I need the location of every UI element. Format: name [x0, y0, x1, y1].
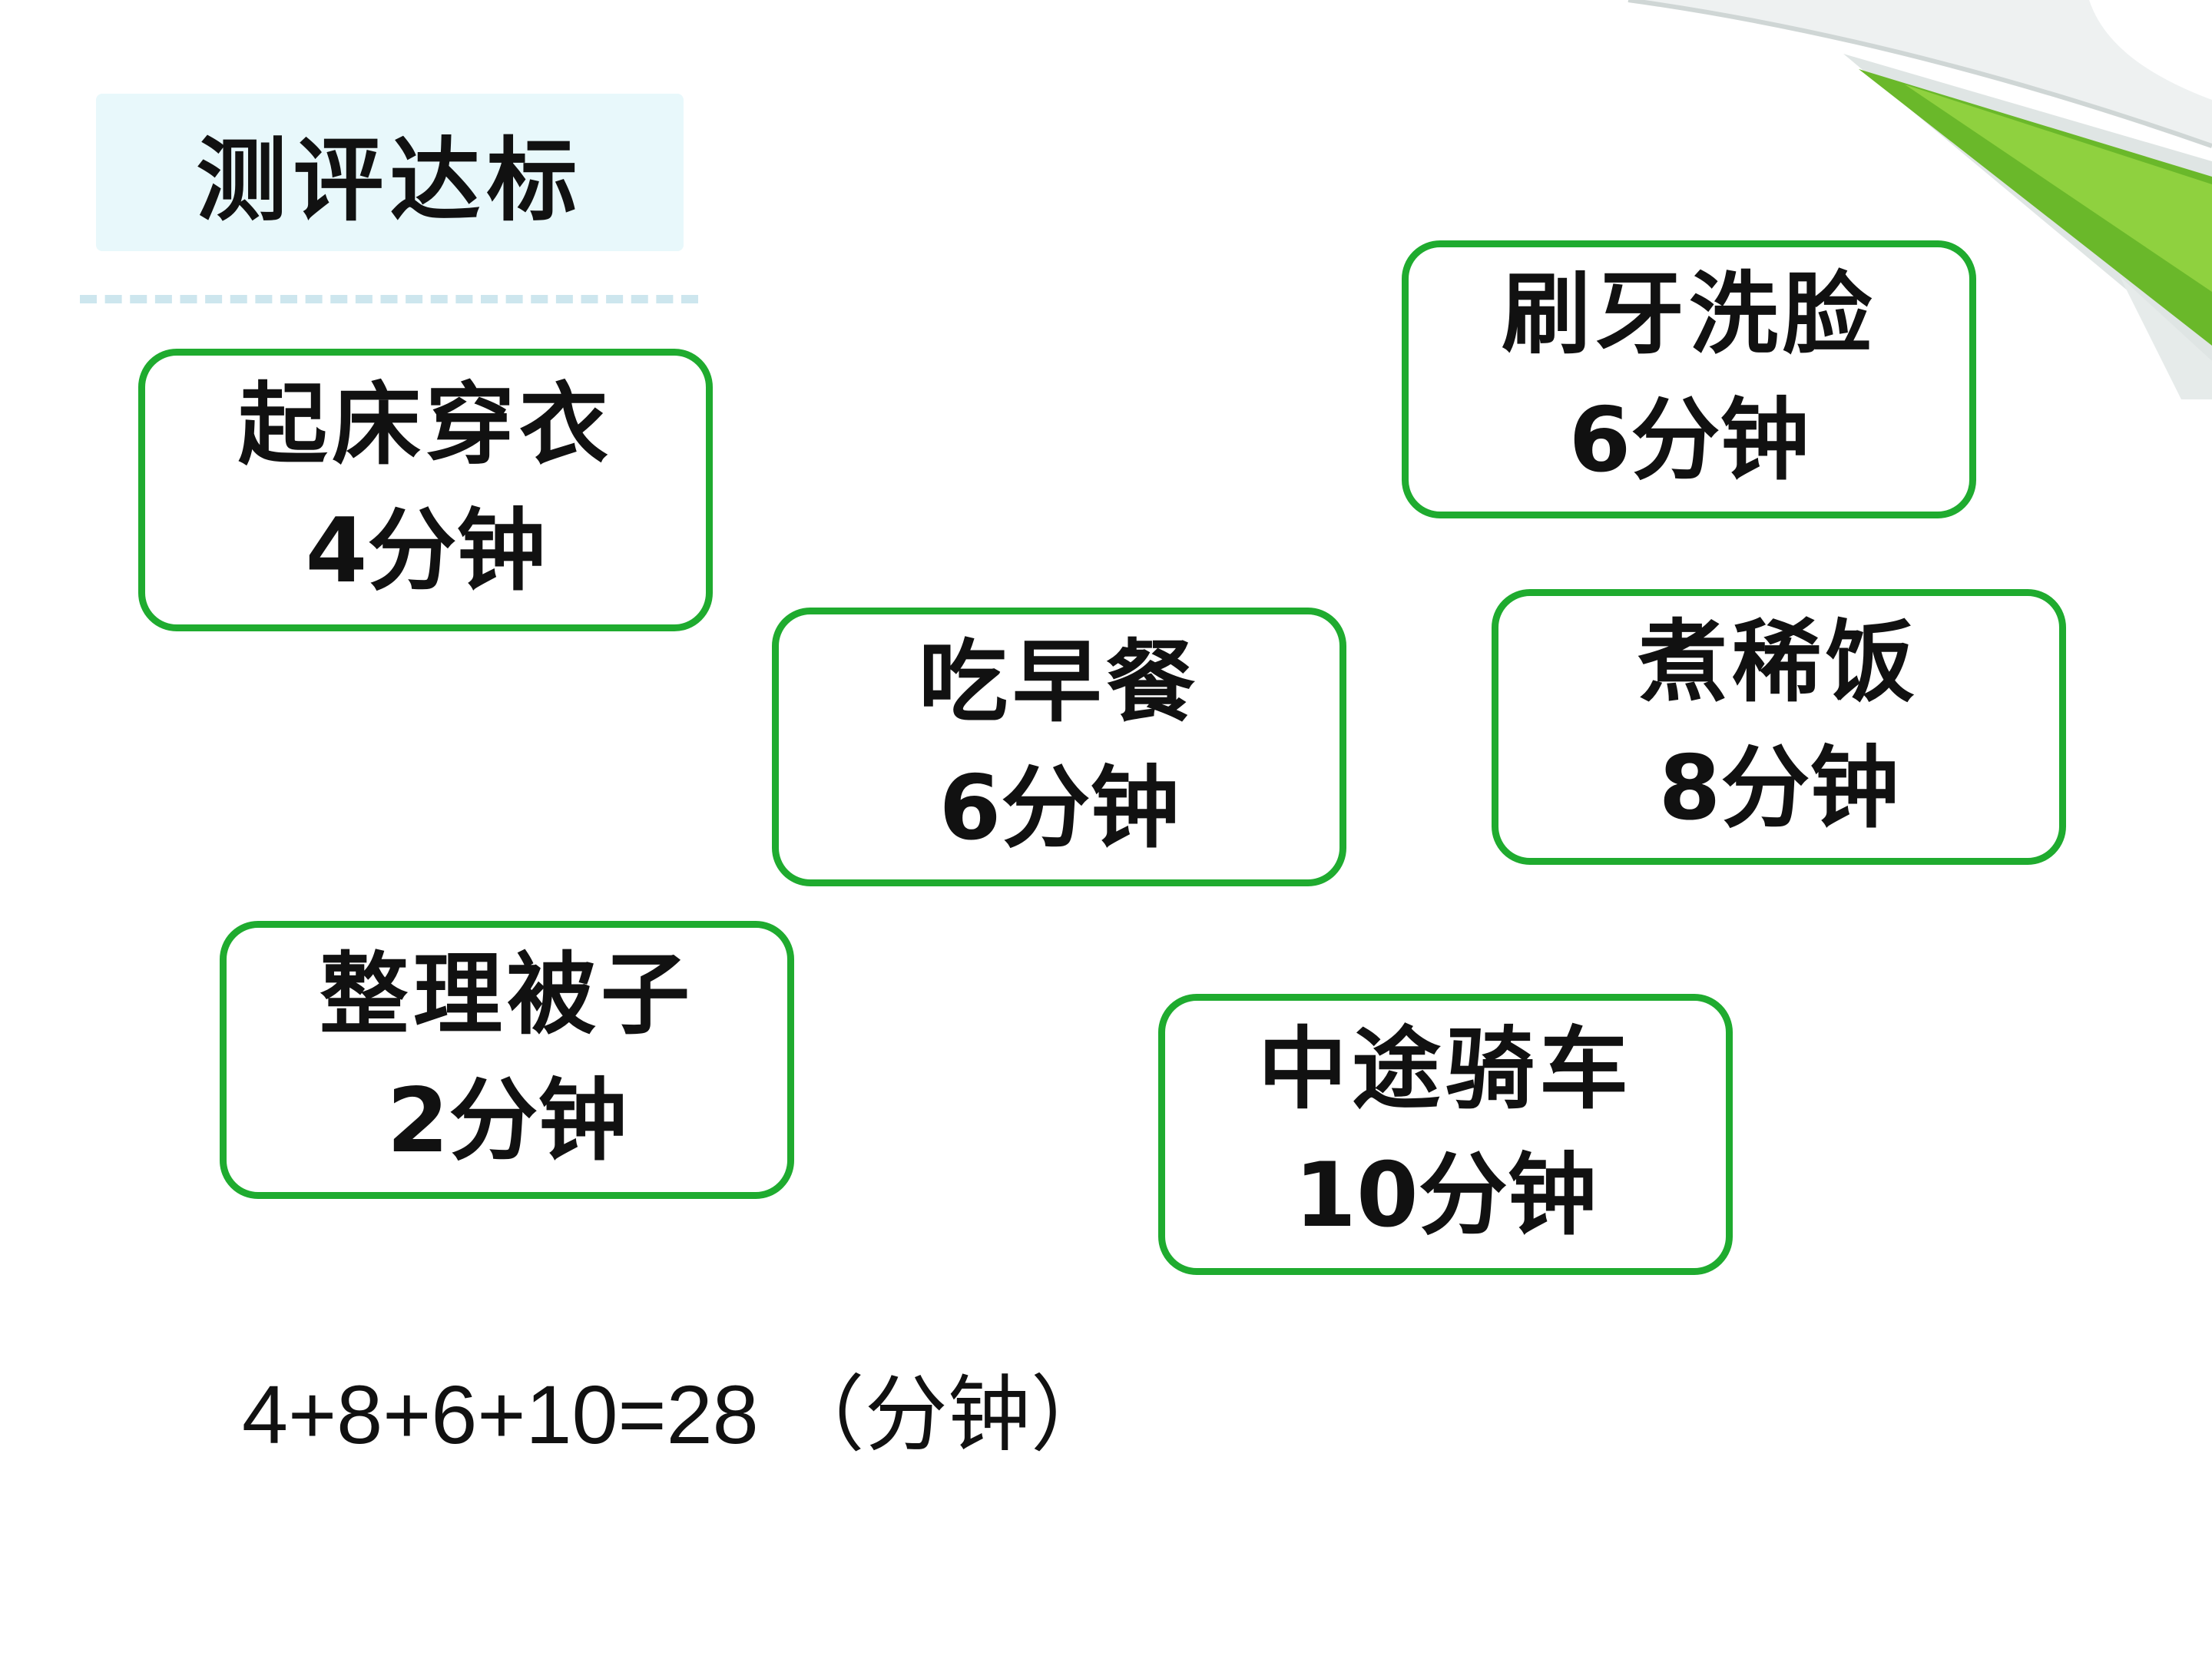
task-time: 8分钟	[1658, 736, 1899, 840]
task-name: 起床穿衣	[238, 373, 613, 477]
task-name: 中途骑车	[1258, 1017, 1633, 1121]
task-card-cycling: 中途骑车 10分钟	[1158, 994, 1733, 1275]
task-card-breakfast: 吃早餐 6分钟	[772, 608, 1346, 886]
task-name: 煮稀饭	[1638, 609, 1919, 714]
task-time: 6分钟	[1568, 389, 1810, 492]
total-time-equation: 4+8+6+10=28 （分钟）	[242, 1368, 1114, 1461]
page-curl-decoration	[1628, 0, 2212, 399]
task-time: 4分钟	[305, 499, 546, 603]
task-name: 吃早餐	[919, 629, 1200, 734]
task-name: 整理被子	[320, 942, 694, 1047]
task-time: 2分钟	[386, 1069, 628, 1173]
section-title: 测评达标	[196, 127, 584, 233]
task-time: 10分钟	[1294, 1144, 1597, 1247]
section-title-box: 测评达标	[96, 94, 684, 251]
task-time: 6分钟	[939, 756, 1180, 860]
task-name: 刷牙洗脸	[1502, 262, 1876, 366]
task-card-making-bed: 整理被子 2分钟	[220, 921, 794, 1199]
dashed-divider	[80, 295, 698, 303]
task-card-cooking-porridge: 煮稀饭 8分钟	[1492, 589, 2066, 865]
task-card-brushing-teeth: 刷牙洗脸 6分钟	[1402, 240, 1976, 518]
task-card-getting-dressed: 起床穿衣 4分钟	[138, 349, 713, 631]
